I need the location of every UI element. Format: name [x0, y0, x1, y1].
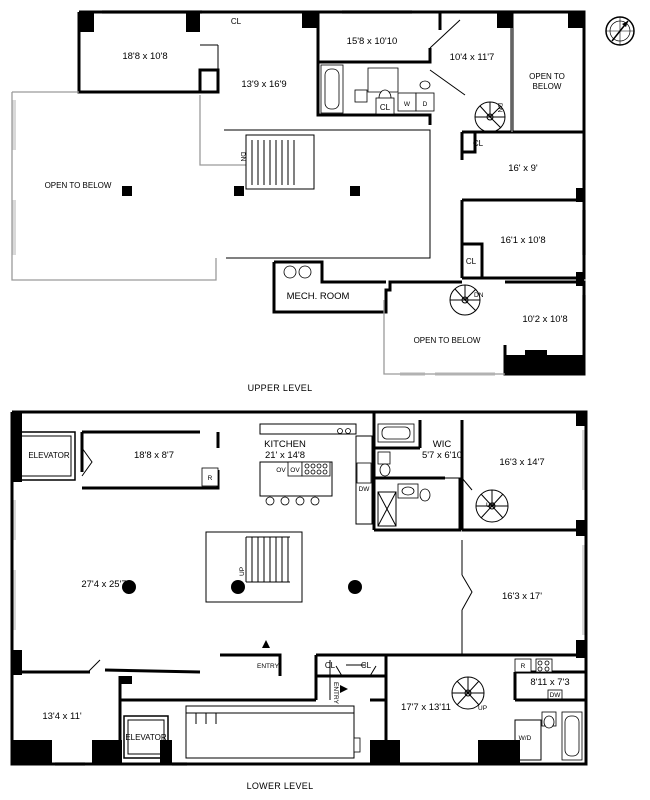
room-label-living: 27'4 x 25'7: [81, 579, 126, 590]
refrigerator-label-2: R: [521, 663, 526, 670]
stair-dn-label-1: DN: [239, 152, 246, 162]
kitchen-name-label: KITCHEN: [264, 439, 306, 450]
room-label-18x8: 18'8 x 8'7: [134, 450, 174, 461]
room-label-16x10: 16'1 x 10'8: [500, 235, 545, 246]
stair-dn-label-2: DN: [496, 103, 503, 113]
stair-up-label-1: UP: [239, 567, 246, 576]
room-label-16x14: 16'3 x 14'7: [499, 457, 544, 468]
washer-dryer-label: W/D: [519, 735, 532, 742]
oven-label-2: OV: [290, 467, 300, 474]
washer-label: W: [404, 101, 411, 108]
oven-label-1: OV: [276, 467, 286, 474]
wic-name-label: WIC: [433, 439, 452, 450]
closet-label: CL: [231, 17, 242, 26]
lower-level-title: LOWER LEVEL: [247, 781, 314, 791]
wic-dims-label: 5'7 x 6'10: [422, 450, 462, 461]
upper-level-plan: [11, 10, 586, 376]
spiral-stair-upper-ne: [474, 101, 506, 133]
room-label-13x11: 13'4 x 11': [42, 711, 82, 722]
room-label-10x10: 10'2 x 10'8: [522, 314, 567, 325]
room-label-16x17: 16'3 x 17': [502, 591, 542, 602]
entry-label-2: ENTRY: [332, 682, 339, 705]
room-label-bath: 15'8 x 10'10: [347, 36, 398, 47]
room-label-center: 13'9 x 16'9: [241, 79, 286, 90]
room-label-bedroom-nw: 18'8 x 10'8: [122, 51, 167, 62]
dishwasher-label-2: DW: [550, 692, 562, 699]
stair-up-label-3: UP: [478, 705, 487, 712]
spiral-stair-lower-bottom: [451, 676, 485, 710]
entry-label-1: ENTRY: [257, 663, 280, 670]
open-below-left-label: OPEN TO BELOW: [45, 181, 112, 190]
compass-icon: [605, 16, 635, 46]
open-below-bottom-label: OPEN TO BELOW: [414, 336, 481, 345]
closet-right-2-label: CL: [466, 257, 477, 266]
spiral-stair-upper-se: [449, 284, 481, 316]
closet-label-2: CL: [361, 661, 372, 670]
open-below-right-line1: OPEN TO: [529, 72, 565, 81]
elevator-top-label: ELEVATOR: [28, 451, 70, 460]
dryer-label: D: [423, 101, 428, 108]
room-label-8x7: 8'11 x 7'3: [530, 677, 569, 688]
dishwasher-label-1: DW: [359, 486, 371, 493]
kitchen-dims-label: 21' x 14'8: [265, 450, 305, 461]
upper-level-title: UPPER LEVEL: [248, 383, 313, 393]
elevator-bottom-label: ELEVATOR: [125, 733, 167, 742]
closet-right-1-label: CL: [473, 139, 484, 148]
open-below-right-line2: BELOW: [533, 82, 562, 91]
lower-level-plan: [10, 410, 588, 766]
mech-room-label: MECH. ROOM: [287, 291, 350, 302]
room-label-16x9: 16' x 9': [508, 163, 538, 174]
stair-dn-label-3: DN: [474, 292, 484, 299]
room-label-ne: 10'4 x 11'7: [450, 52, 495, 63]
closet-label-1: CL: [325, 661, 336, 670]
closet-bath-label: CL: [380, 103, 391, 112]
spiral-stair-lower-mid: [475, 489, 509, 523]
refrigerator-label-1: R: [208, 475, 213, 482]
stair-up-label-2: UP: [486, 502, 495, 509]
room-label-17x13: 17'7 x 13'11: [401, 702, 451, 713]
